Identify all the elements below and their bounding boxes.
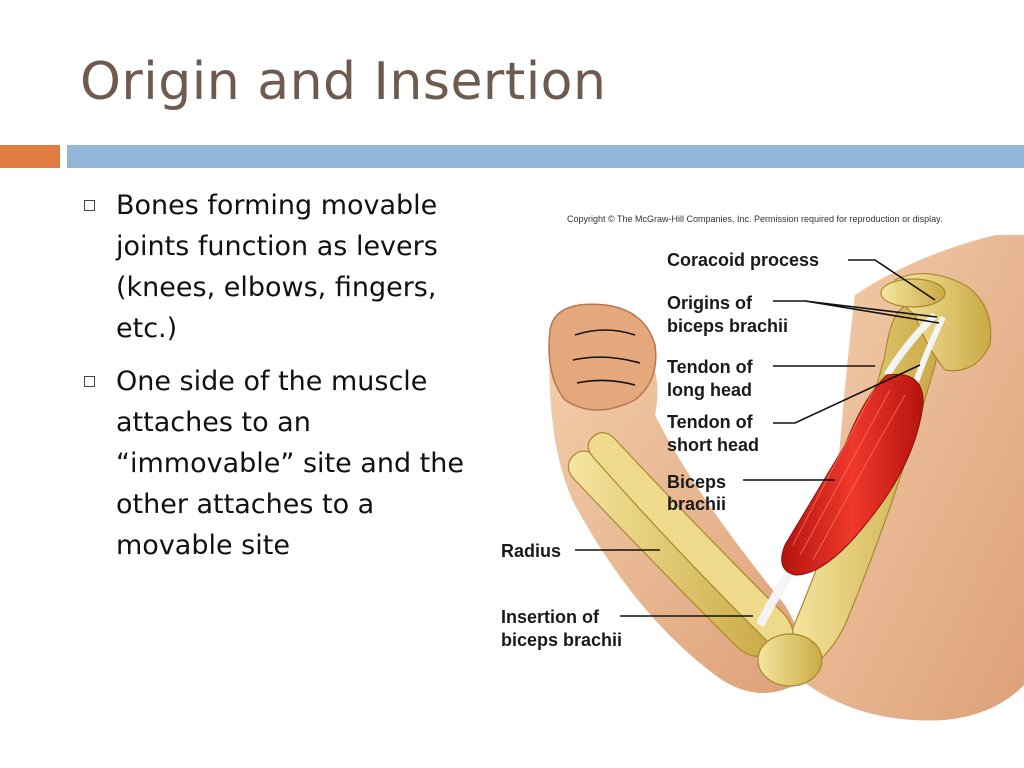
square-bullet-icon bbox=[84, 200, 95, 211]
label-tendon-long-1: Tendon of bbox=[667, 357, 754, 377]
label-coracoid-process: Coracoid process bbox=[667, 250, 819, 270]
biceps-anatomy-figure: Copyright © The McGraw-Hill Companies, I… bbox=[495, 205, 1024, 725]
label-origins-1: Origins of bbox=[667, 293, 753, 313]
label-tendon-long-2: long head bbox=[667, 380, 752, 400]
label-insertion-1: Insertion of bbox=[501, 607, 600, 627]
bullet-text: Bones forming movable joints function as… bbox=[116, 190, 438, 344]
slide-title: Origin and Insertion bbox=[80, 52, 607, 112]
muscle-fibers bbox=[792, 386, 906, 561]
leader-tendon-short bbox=[773, 364, 921, 424]
label-origins-2: biceps brachii bbox=[667, 316, 788, 336]
arm-illustration: Copyright © The McGraw-Hill Companies, I… bbox=[501, 214, 1024, 721]
tendon-long-head bbox=[883, 312, 938, 377]
finger-lines bbox=[572, 329, 641, 386]
bullet-item: One side of the muscle attaches to an “i… bbox=[80, 361, 480, 566]
square-bullet-icon bbox=[84, 376, 95, 387]
elbow-joint bbox=[757, 633, 823, 687]
accent-bar-blue bbox=[67, 145, 1024, 168]
bullet-item: Bones forming movable joints function as… bbox=[80, 185, 480, 349]
bullet-text: One side of the muscle attaches to an “i… bbox=[116, 366, 464, 561]
bullet-list: Bones forming movable joints function as… bbox=[80, 185, 480, 578]
label-biceps-1: Biceps bbox=[667, 472, 726, 492]
label-insertion-2: biceps brachii bbox=[501, 630, 622, 650]
leader-coracoid bbox=[848, 259, 936, 301]
label-tendon-short-2: short head bbox=[667, 435, 759, 455]
label-radius: Radius bbox=[501, 541, 561, 561]
leader-origins bbox=[773, 300, 940, 324]
copyright-text: Copyright © The McGraw-Hill Companies, I… bbox=[567, 214, 942, 224]
label-biceps-2: brachii bbox=[667, 494, 726, 514]
label-tendon-short-1: Tendon of bbox=[667, 412, 754, 432]
coracoid-bone bbox=[880, 278, 946, 308]
tendon-short-head bbox=[912, 315, 946, 386]
accent-bar-orange bbox=[0, 145, 60, 168]
